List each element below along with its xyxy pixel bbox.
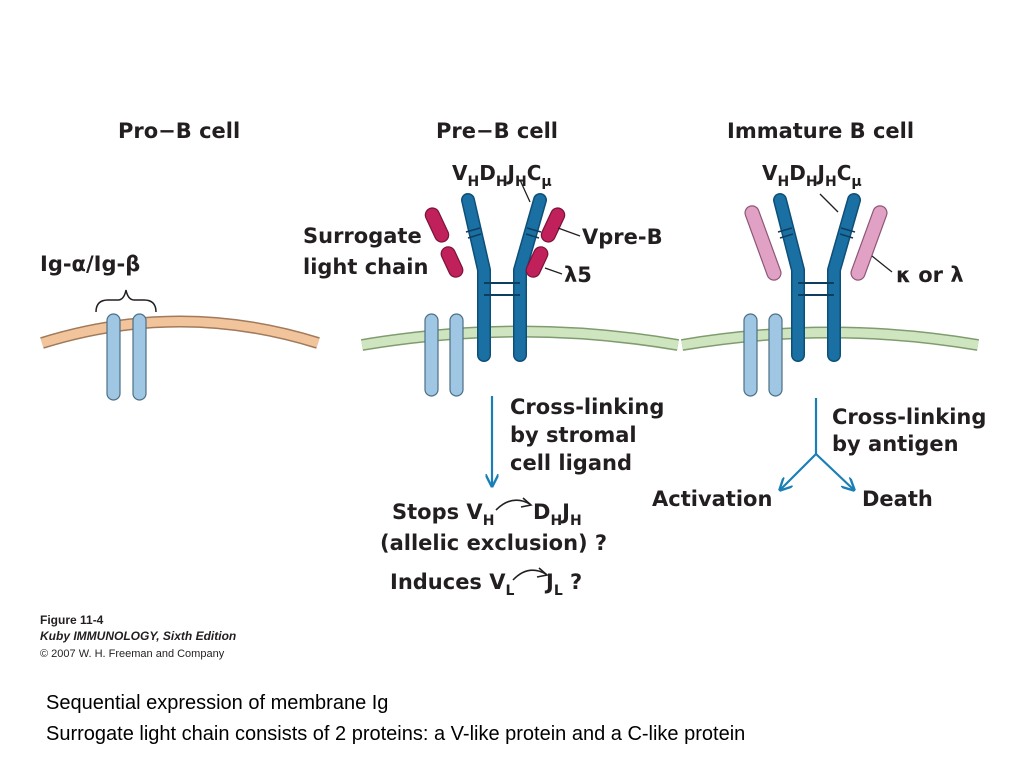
death-arrow — [815, 453, 854, 490]
pre-b-title: Pre−B cell — [436, 119, 558, 143]
induces-arrow-tip — [536, 567, 549, 578]
lambda5-label: λ5 — [564, 263, 592, 287]
immature-ig-alpha — [743, 313, 758, 397]
figure-number: Figure 11-4 — [40, 613, 104, 627]
light-chain-pointer — [871, 255, 893, 273]
stops-dhjh-label: DHJH — [533, 500, 582, 529]
induces-jl-label: JL ? — [544, 570, 582, 599]
ig-beta-chain — [132, 313, 147, 401]
induces-vl-label: Induces VL — [390, 570, 515, 599]
pro-membrane — [40, 317, 320, 348]
ig-alpha-beta-label: Ig-α/Ig-β — [40, 252, 140, 276]
stops-vh-label: Stops VH — [392, 500, 494, 529]
allelic-exclusion-label: (allelic exclusion) ? — [380, 531, 607, 555]
surrogate-label-2: light chain — [303, 255, 428, 279]
kappa-lambda-label: κ or λ — [896, 263, 964, 287]
pre-ig-alpha — [424, 313, 439, 397]
figure-book: Kuby IMMUNOLOGY, Sixth Edition — [40, 629, 236, 643]
ig-alpha-chain — [106, 313, 121, 401]
stops-rearrangement-arrow — [495, 499, 531, 511]
death-label: Death — [862, 487, 933, 511]
immature-ig-beta — [768, 313, 783, 397]
lambda5-pointer — [544, 267, 563, 275]
surrogate-label-1: Surrogate — [303, 224, 422, 248]
stops-arrow-tip — [520, 497, 533, 508]
induces-rearrangement-arrow — [512, 569, 547, 581]
pre-heavy-chains — [461, 179, 547, 362]
immature-heavy-chain-label: VHDHJHCμ — [762, 161, 862, 190]
pre-arrow-label-2: by stromal — [510, 423, 637, 447]
vpreb-label: Vpre-B — [582, 225, 663, 249]
pre-heavy-chain-label: VHDHJHCμ — [452, 161, 552, 190]
pro-b-title: Pro−B cell — [118, 119, 240, 143]
figure-copyright: © 2007 W. H. Freeman and Company — [40, 648, 225, 660]
immature-b-title: Immature B cell — [727, 119, 914, 143]
pre-ig-beta — [449, 313, 464, 397]
pre-arrow-label-3: cell ligand — [510, 451, 632, 475]
vpreb-pointer — [557, 227, 581, 237]
immature-arrow-label-1: Cross-linking — [832, 405, 986, 429]
surrogate-light-chain — [424, 207, 566, 278]
activation-arrow — [780, 453, 817, 490]
caption-line-2: Surrogate light chain consists of 2 prot… — [46, 723, 746, 745]
immature-light-chains — [744, 205, 888, 281]
caption-line-1: Sequential expression of membrane Ig — [46, 692, 389, 714]
activation-label: Activation — [652, 487, 772, 511]
ig-brace — [95, 289, 157, 313]
pre-arrow-label-1: Cross-linking — [510, 395, 664, 419]
immature-arrow-label-2: by antigen — [832, 432, 959, 456]
immature-heavy-chains — [773, 193, 861, 362]
